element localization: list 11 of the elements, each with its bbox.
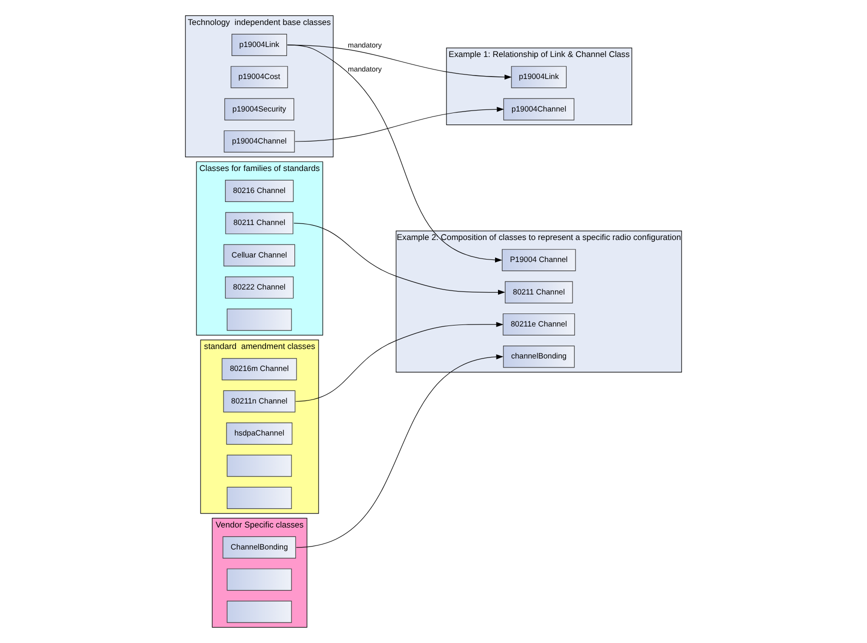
- arrow: [294, 106, 504, 142]
- arrow: [287, 44, 512, 80]
- node-box: [226, 568, 292, 591]
- node-box: [226, 486, 292, 509]
- node-box: [226, 600, 292, 623]
- arrow: [295, 322, 504, 402]
- arrow: [294, 222, 506, 295]
- node-box: [226, 308, 292, 331]
- arrow: [287, 44, 502, 262]
- arrow: [296, 354, 504, 548]
- node-box: [226, 454, 292, 477]
